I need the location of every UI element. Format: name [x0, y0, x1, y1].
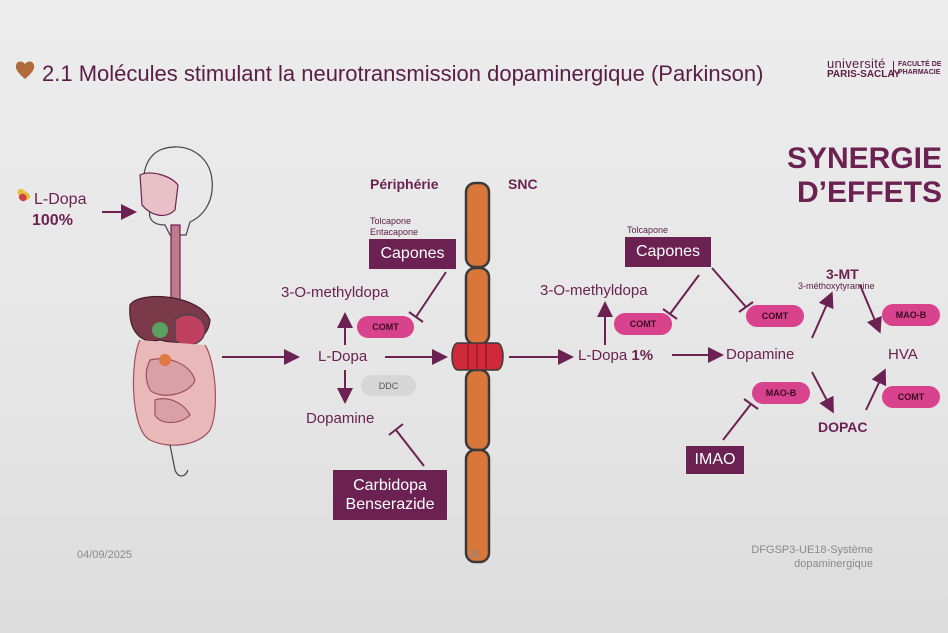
- pill-icon: [17, 188, 31, 202]
- capones-box-right: Capones: [625, 237, 711, 267]
- capones-box-left: Capones: [369, 239, 456, 269]
- maob-pill-top: MAO-B: [882, 304, 940, 326]
- intake-drug-label: L-Dopa: [34, 191, 87, 208]
- benserazide-label: Benserazide: [345, 496, 435, 513]
- omd-label-left: 3-O-methyldopa: [281, 284, 389, 301]
- blood-brain-barrier: [451, 181, 504, 564]
- peripherie-header: Périphérie: [370, 176, 439, 192]
- heart-icon: [15, 61, 35, 79]
- carbidopa-label: Carbidopa: [353, 477, 427, 494]
- 3mt-label: 3-MT: [826, 266, 859, 282]
- synergie-heading: SYNERGIE D’EFFETS: [786, 142, 942, 209]
- comt-pill-left: COMT: [357, 316, 414, 338]
- footer-page-number: 36: [468, 549, 481, 561]
- comt-pill-right: COMT: [882, 386, 940, 408]
- ddc-pill: DDC: [361, 375, 416, 396]
- university-logo: université PARIS-SACLAY: [827, 56, 901, 80]
- entacapone-label: Entacapone: [370, 227, 419, 237]
- maob-pill-mid: MAO-B: [752, 382, 810, 404]
- carbidopa-box: Carbidopa Benserazide: [333, 470, 447, 520]
- footer-date: 04/09/2025: [77, 549, 133, 561]
- ldopa-cns-text: L-Dopa: [578, 347, 628, 364]
- ldopa-cns-percent: 1%: [631, 347, 654, 364]
- dopac-label: DOPAC: [818, 419, 868, 435]
- comt-pill-cns-mid: COMT: [746, 305, 804, 327]
- faculty-logo: FACULTÉ DE PHARMACIE: [893, 61, 941, 77]
- dopamine-label-left: Dopamine: [306, 410, 375, 427]
- intake-percent-label: 100%: [32, 212, 73, 229]
- 3mt-full-label: 3-méthoxytyramine: [798, 281, 875, 291]
- tolcapone-label-right: Tolcapone: [627, 225, 669, 235]
- omd-label-right: 3-O-methyldopa: [540, 282, 648, 299]
- dopamine-label-right: Dopamine: [726, 346, 795, 363]
- snc-header: SNC: [508, 176, 538, 192]
- tolcapone-label-left: Tolcapone: [370, 216, 412, 226]
- comt-pill-cns-left: COMT: [614, 313, 672, 335]
- imao-box: IMAO: [686, 446, 744, 474]
- hva-label: HVA: [888, 346, 918, 363]
- body-illustration-icon: [129, 146, 217, 477]
- page-title: 2.1 Molécules stimulant la neurotransmis…: [42, 61, 764, 86]
- ldopa-label-right: L-Dopa 1%: [578, 347, 653, 364]
- footer-course: DFGSP3-UE18-Système dopaminergique: [751, 544, 873, 570]
- ldopa-label-left: L-Dopa: [318, 348, 368, 365]
